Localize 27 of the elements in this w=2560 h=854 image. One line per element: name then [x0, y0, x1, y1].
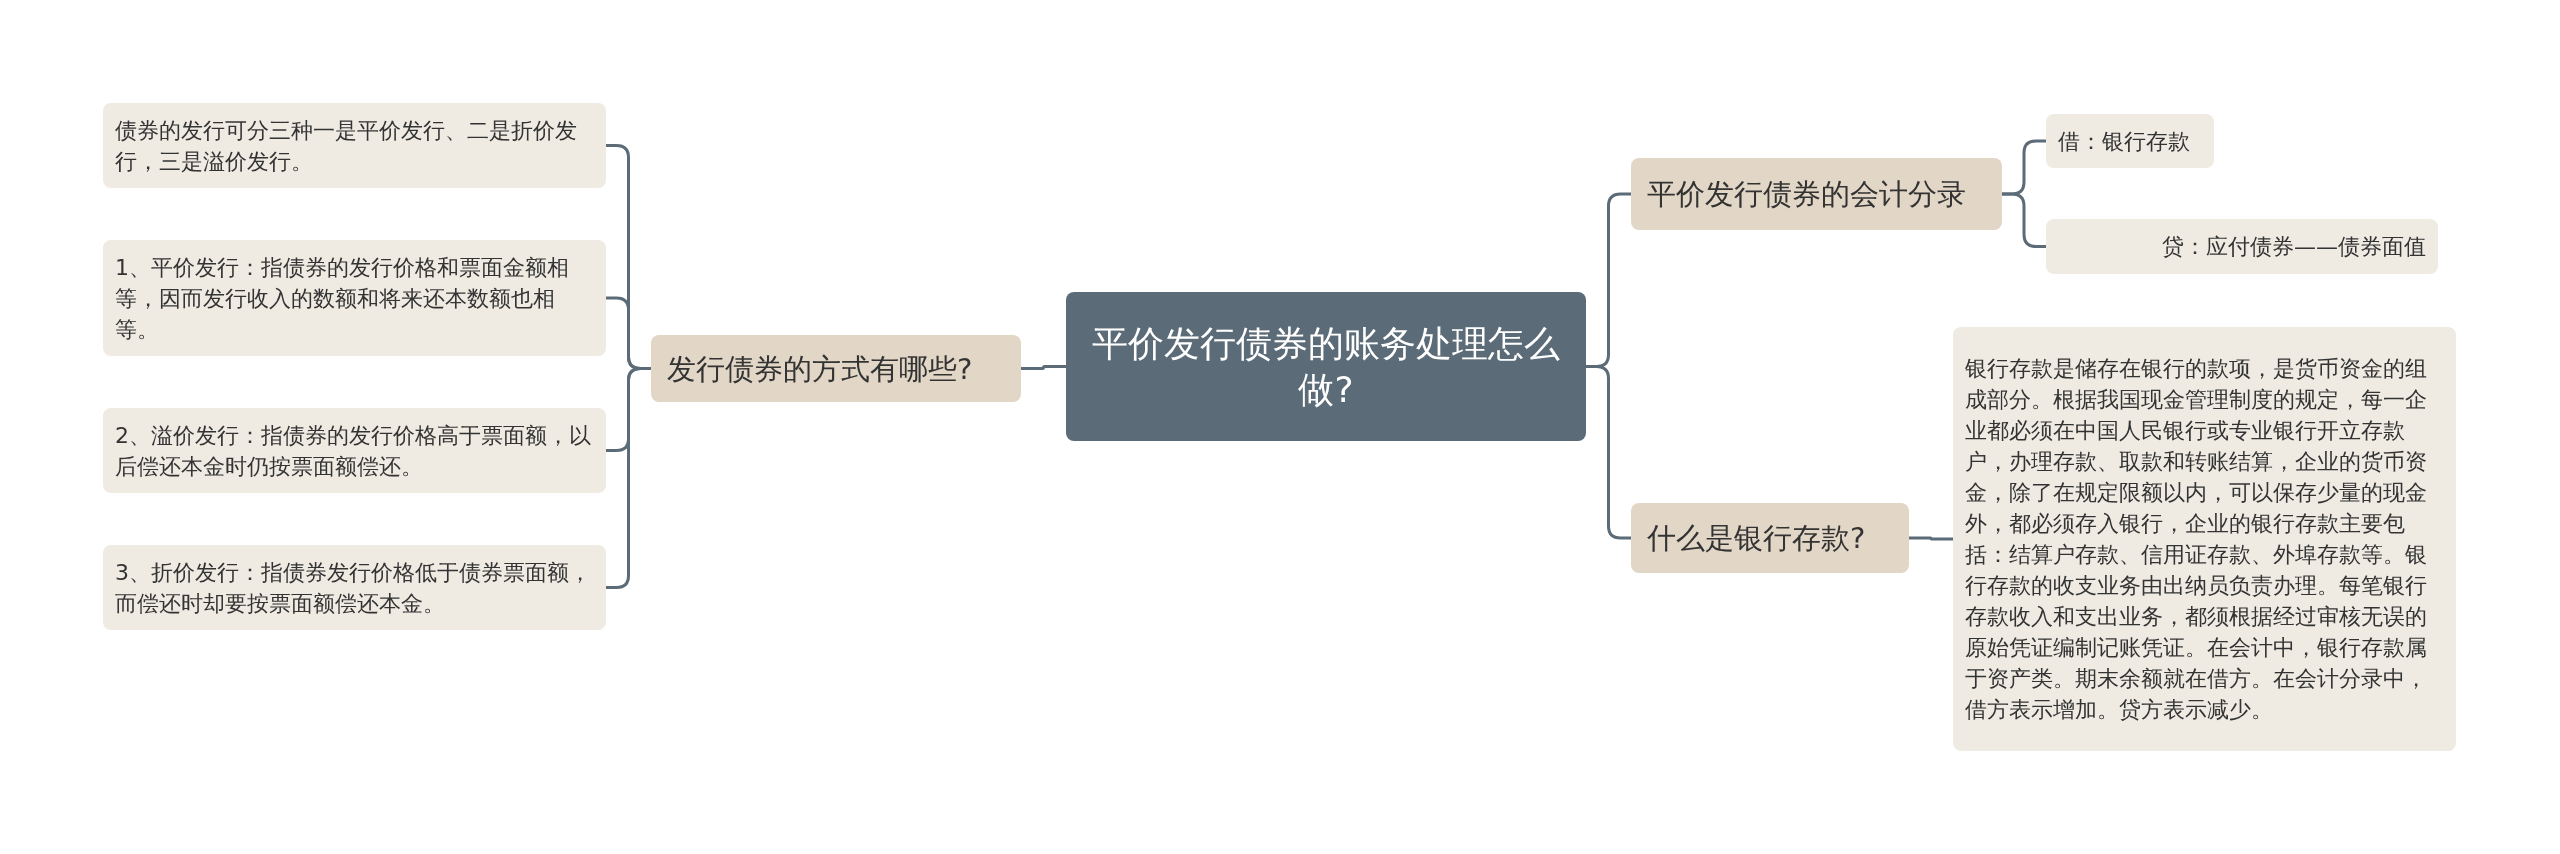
connector-line — [2002, 192, 2046, 248]
subtopic-box — [103, 408, 606, 493]
connector-line — [1586, 365, 1631, 540]
topic-text: 平价发行债券的会计分录 — [1647, 176, 1967, 213]
subtopic-box — [2046, 114, 2214, 168]
connector-line — [1021, 365, 1066, 370]
topic-text: 2、溢价发行：指债券的发行价格高于票面额，以后偿还本金时仍按票面额偿还。 — [115, 421, 592, 481]
central-topic — [1066, 292, 1586, 441]
topic-text: 3、折价发行：指债券发行价格低于债券票面额，而偿还时却要按票面额偿还本金。 — [115, 558, 592, 618]
topic-text: 发行债券的方式有哪些? — [667, 350, 974, 388]
subtopic-box — [2046, 219, 2438, 274]
connector-line — [1909, 536, 1953, 541]
subtopic-box — [103, 103, 606, 188]
topic-text: 平价发行债券的账务处理怎么做? — [1091, 321, 1561, 412]
connector-line — [606, 367, 651, 589]
topic-text: 什么是银行存款? — [1647, 520, 1867, 557]
topic-text: 银行存款是储存在银行的款项，是货币资金的组成部分。根据我国现金管理制度的规定，每一企业都必须在中国人民银行或专业银行开立存款户，办理存款、取款和转账结算，企业的货币资金，除了在规定限额以内，可以保存少量的现金外，都必须存入银行，企业的银行存款主要包括：结算户存款、信用证存款、外埠存款等。银行存款的收支业务由出纳员负责办理。每笔银行存款收入和支出业务，都须根据经过审核无误的原始凭证编制记账凭证。在会计中，银行存款属于资产类。期末余额就在借方。在会计分录中，借方表示增加。贷方表示减少。 — [1965, 355, 2428, 724]
topic-box — [651, 335, 1021, 402]
topic-text: 贷：应付债券——债券面值 — [2162, 233, 2426, 261]
topic-box — [1631, 503, 1909, 573]
subtopic-box — [103, 240, 606, 356]
topic-text: 借：银行存款 — [2058, 127, 2191, 156]
subtopic-box — [1953, 327, 2456, 751]
subtopic-box — [103, 545, 606, 630]
topic-text: 1、平价发行：指债券的发行价格和票面金额相等，因而发行收入的数额和将来还本数额也相等。 — [115, 253, 570, 344]
topic-box — [1631, 158, 2002, 230]
topic-text: 债券的发行可分三种一是平价发行、二是折价发行，三是溢价发行。 — [115, 116, 578, 176]
